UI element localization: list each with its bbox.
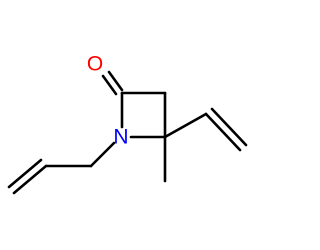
bond-vinyl-double-a (204, 112, 242, 152)
bond-vinyl-double-b (210, 107, 248, 147)
bond-carbonyl-double-a (101, 74, 118, 96)
bond-allyl-double-b (7, 158, 43, 189)
molecule-drawing: O N (7, 53, 248, 195)
nitrogen-atom-label: N (113, 126, 128, 149)
structure-canvas: O N (7, 52, 248, 195)
bond-allyl-double-a (12, 164, 48, 195)
bond-vinyl-single (163, 112, 208, 139)
bond-allyl-n-ch2 (89, 141, 116, 168)
bond-carbonyl-double-b (107, 70, 124, 92)
oxygen-atom-label: O (87, 53, 103, 76)
